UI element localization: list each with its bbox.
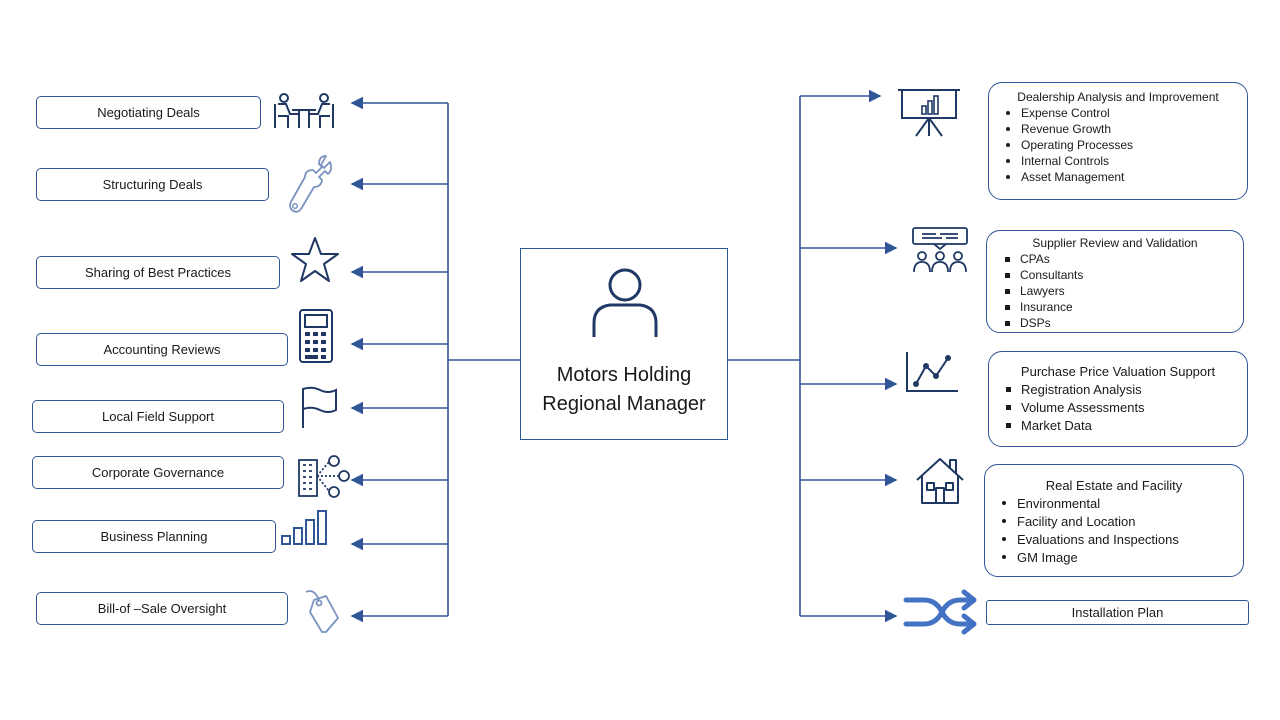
building-network-icon [298,455,350,498]
right-box-title: Supplier Review and Validation [1032,236,1198,250]
right-box-title: Dealership Analysis and Improvement [1017,90,1219,104]
meeting-icon [274,93,334,128]
center-node: Motors Holding Regional Manager [520,248,728,440]
right-box-real-estate: Real Estate and Facility Environmental F… [984,464,1244,577]
list-item: Internal Controls [1006,153,1247,169]
list-item: Registration Analysis [1006,381,1247,399]
list-item: Lawyers [1005,283,1243,299]
right-box-title: Real Estate and Facility [1045,478,1183,493]
right-box-supplier-review: Supplier Review and Validation CPAs Cons… [986,230,1244,333]
left-box-accounting-reviews: Accounting Reviews [36,333,288,366]
house-icon [916,458,964,504]
calculator-icon [299,309,333,363]
bar-chart-icon [281,510,327,545]
list-item: Expense Control [1006,105,1247,121]
list-item: Operating Processes [1006,137,1247,153]
list-item: CPAs [1005,251,1243,267]
left-box-sharing-best-practices: Sharing of Best Practices [36,256,280,289]
right-box-purchase-price: Purchase Price Valuation Support Registr… [988,351,1248,447]
list-item: DSPs [1005,315,1243,331]
left-box-label: Structuring Deals [102,177,203,192]
left-box-label: Local Field Support [101,409,214,424]
right-box-title: Installation Plan [1071,605,1164,620]
left-box-business-planning: Business Planning [32,520,276,553]
list-item: Volume Assessments [1006,399,1247,417]
person-icon [592,268,658,337]
left-box-negotiating-deals: Negotiating Deals [36,96,261,129]
center-title: Motors Holding Regional Manager [542,364,706,415]
bullet-list: Environmental Facility and Location Eval… [1002,495,1243,567]
left-box-label: Corporate Governance [91,465,225,480]
presentation-board-icon [898,89,960,137]
left-box-corporate-governance: Corporate Governance [32,456,284,489]
wrench-icon [289,155,333,213]
bullet-list: CPAs Consultants Lawyers Insurance DSPs [1005,251,1243,331]
list-item: Asset Management [1006,169,1247,185]
right-box-installation-plan: Installation Plan [986,600,1249,625]
right-box-title: Purchase Price Valuation Support [1020,364,1216,379]
line-chart-icon [906,352,958,392]
left-box-label: Accounting Reviews [103,342,221,357]
list-item: Evaluations and Inspections [1002,531,1243,549]
list-item: Market Data [1006,417,1247,435]
bullet-list: Registration Analysis Volume Assessments… [1006,381,1247,435]
list-item: Revenue Growth [1006,121,1247,137]
left-box-label: Business Planning [100,529,208,544]
list-item: Insurance [1005,299,1243,315]
shuffle-icon [903,589,977,635]
list-item: Facility and Location [1002,513,1243,531]
flag-icon [302,386,337,428]
list-item: Consultants [1005,267,1243,283]
left-box-label: Negotiating Deals [97,105,200,120]
list-item: GM Image [1002,549,1243,567]
left-box-local-field-support: Local Field Support [32,400,284,433]
tag-icon [305,590,339,633]
bullet-list: Expense Control Revenue Growth Operating… [1006,105,1247,185]
left-box-label: Sharing of Best Practices [85,265,231,280]
list-item: Environmental [1002,495,1243,513]
star-icon [291,237,339,282]
right-box-dealership-analysis: Dealership Analysis and Improvement Expe… [988,82,1248,200]
left-box-structuring-deals: Structuring Deals [36,168,269,201]
audience-icon [912,227,968,273]
left-box-label: Bill-of –Sale Oversight [97,601,227,616]
left-box-bill-of-sale-oversight: Bill-of –Sale Oversight [36,592,288,625]
